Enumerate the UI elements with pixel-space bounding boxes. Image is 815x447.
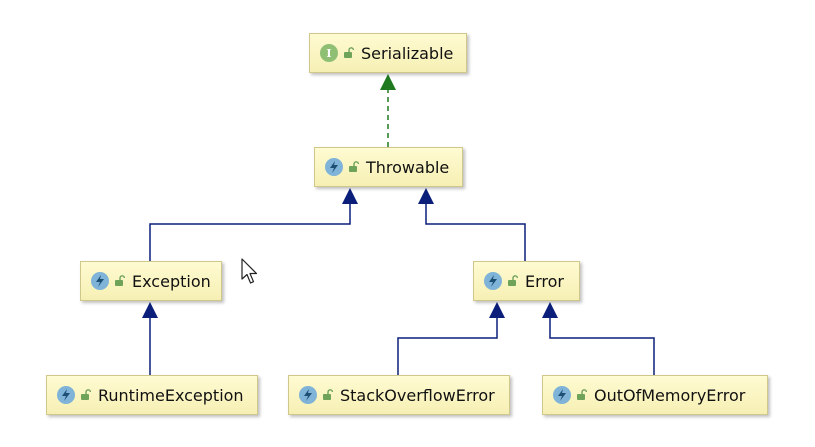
node-throwable[interactable]: Throwable	[314, 147, 463, 187]
mouse-cursor-icon	[241, 258, 258, 284]
lightning-icon	[304, 389, 312, 401]
node-outofmemoryerror[interactable]: OutOfMemoryError	[542, 375, 768, 415]
lightning-icon	[62, 389, 70, 401]
node-runtimeexception[interactable]: RuntimeException	[46, 375, 258, 415]
node-label: Serializable	[361, 43, 454, 63]
edge-exception-throwable	[149, 202, 351, 261]
node-label: RuntimeException	[98, 385, 244, 405]
lightning-icon	[489, 275, 497, 287]
class-icon	[91, 272, 109, 290]
node-label: Exception	[132, 271, 211, 291]
edge-outofmemoryerror-error	[549, 316, 655, 375]
edge-error-throwable	[425, 202, 526, 261]
node-serializable[interactable]: I Serializable	[309, 33, 467, 73]
arrow-head-throwable-left	[342, 188, 358, 204]
node-label: Throwable	[366, 157, 450, 177]
unlocked-padlock-icon	[349, 161, 360, 172]
class-icon	[57, 386, 75, 404]
class-icon	[325, 158, 343, 176]
arrow-head-error-left	[489, 302, 505, 318]
class-icon	[299, 386, 317, 404]
lightning-icon	[96, 275, 104, 287]
lightning-icon	[330, 161, 338, 173]
node-label: StackOverflowError	[340, 385, 495, 405]
unlocked-padlock-icon	[323, 389, 334, 400]
node-error[interactable]: Error	[473, 261, 580, 301]
unlocked-padlock-icon	[115, 275, 126, 286]
node-label: Error	[525, 271, 564, 291]
unlocked-padlock-icon	[344, 47, 355, 58]
class-icon	[553, 386, 571, 404]
interface-icon: I	[320, 44, 338, 62]
lightning-icon	[558, 389, 566, 401]
arrow-head-error-right	[542, 302, 558, 318]
arrow-head-throwable-right	[418, 188, 434, 204]
unlocked-padlock-icon	[508, 275, 519, 286]
node-stackoverflowerror[interactable]: StackOverflowError	[288, 375, 510, 415]
edge-stackoverflowerror-error	[397, 316, 498, 375]
node-label: OutOfMemoryError	[594, 385, 746, 405]
class-icon	[484, 272, 502, 290]
arrow-head-serializable	[380, 74, 396, 90]
arrow-head-exception	[142, 302, 158, 318]
unlocked-padlock-icon	[577, 389, 588, 400]
unlocked-padlock-icon	[81, 389, 92, 400]
node-exception[interactable]: Exception	[80, 261, 222, 301]
